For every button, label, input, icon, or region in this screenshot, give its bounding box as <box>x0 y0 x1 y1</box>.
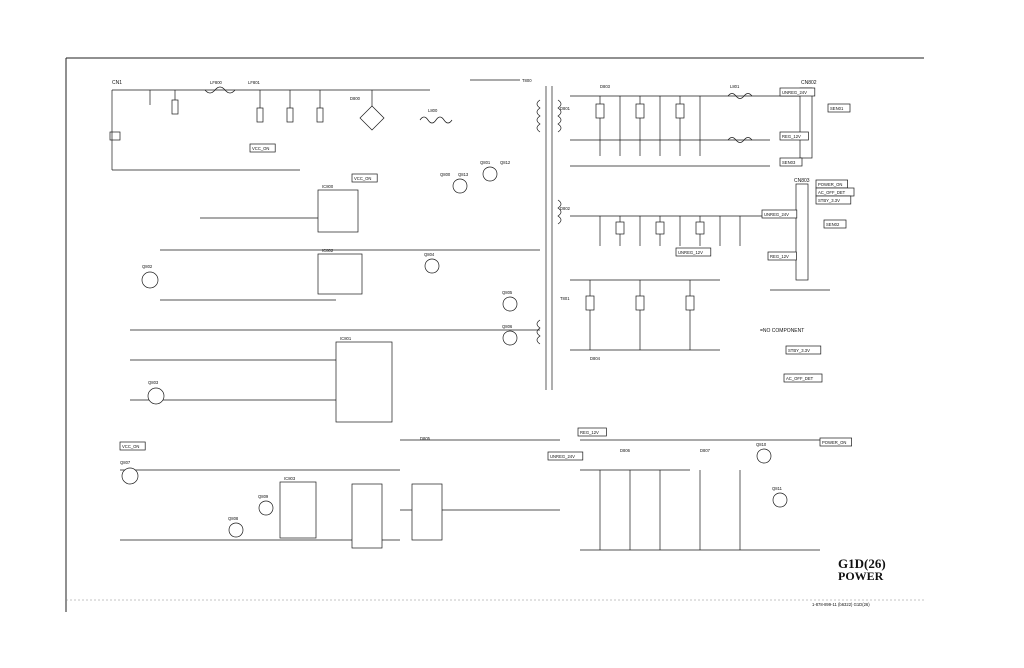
transformer-section <box>536 86 562 390</box>
sheet-title: G1D(26) <box>838 556 886 571</box>
net-label-box <box>779 87 816 97</box>
label-cn802: CN802 <box>801 80 817 86</box>
transistor-ref: Q808 <box>228 516 239 521</box>
sheet-frame <box>65 57 924 612</box>
title-block: =NO COMPONENT G1D(26) POWER 1-878-899-11… <box>760 328 886 607</box>
net-label-box <box>577 427 607 437</box>
diode-ref: D805 <box>420 436 431 441</box>
diode-ref: D806 <box>620 448 631 453</box>
net-label-box <box>767 251 797 261</box>
transistor-ref: Q809 <box>258 494 269 499</box>
net-label-box <box>819 437 852 447</box>
label-ic-pfc: IC800 <box>322 184 334 189</box>
net-label: UNREG_24V <box>550 454 575 459</box>
net-label: REG_12V <box>770 254 789 259</box>
net-label-box <box>815 195 852 205</box>
transistor-ref: Q800 <box>440 172 451 177</box>
net-label: AC_OFF_DET <box>818 190 846 195</box>
transistor-ref: Q806 <box>502 324 513 329</box>
net-label: REG_12V <box>580 430 599 435</box>
inductor-labels: L800 L801 LF800 LF801 <box>210 80 740 113</box>
net-label-box <box>351 173 378 183</box>
transistor-ref: Q801 <box>480 160 491 165</box>
inductor-ref: LF801 <box>248 80 261 85</box>
net-label: UNREG_24V <box>764 212 789 217</box>
inductor-ref: L800 <box>428 108 438 113</box>
net-label: POWER_ON <box>822 440 846 445</box>
net-label: SEN03 <box>782 160 796 165</box>
transistor-ref: Q802 <box>142 264 153 269</box>
net-label-box <box>119 441 146 451</box>
inductor-ref: L801 <box>730 84 740 89</box>
feedback-section <box>570 279 720 351</box>
ac-input-section <box>109 79 520 194</box>
net-label: SEN01 <box>830 106 844 111</box>
transistor-ref: Q812 <box>500 160 511 165</box>
diode-ref: D804 <box>590 356 601 361</box>
net-label: UNREG_24V <box>782 90 807 95</box>
net-label-box <box>547 451 584 461</box>
transistor-ref: Q803 <box>148 380 159 385</box>
diode-ref: D800 <box>350 96 361 101</box>
net-label: VCC_ON <box>252 146 269 151</box>
label-ic-3v3: IC803 <box>284 476 296 481</box>
net-label-box <box>761 209 798 219</box>
net-label-box <box>779 157 803 167</box>
transistor-ref: Q804 <box>424 252 435 257</box>
diode-ref: D803 <box>600 84 611 89</box>
secondary-output-section <box>570 87 830 291</box>
net-label: SEN02 <box>826 222 840 227</box>
net-label-box <box>249 143 276 153</box>
diode-ref: D801 <box>560 106 571 111</box>
transformer-ref: T801 <box>560 296 570 301</box>
no-component-note: =NO COMPONENT <box>760 328 804 334</box>
net-label-box <box>779 131 809 141</box>
net-label-box <box>783 373 823 383</box>
sheet-subtitle: POWER <box>838 569 884 583</box>
net-label-box <box>827 103 851 113</box>
standby-section <box>120 439 820 551</box>
transistor-ref: Q807 <box>120 460 131 465</box>
net-label: STBY_3.3V <box>788 348 810 353</box>
net-label-box <box>823 219 847 229</box>
label-cn803: CN803 <box>794 178 810 184</box>
document-number: 1-878-899-11 (b6322) G1D(26) <box>812 602 870 607</box>
transistor-ref: Q805 <box>502 290 513 295</box>
component-labels: CN1 CN802 CN803 IC800 IC802 IC801 IC803 <box>112 80 817 481</box>
transistor-ref: Q810 <box>756 442 767 447</box>
diode-ref: D802 <box>560 206 571 211</box>
net-label: STBY_3.3V <box>818 198 840 203</box>
transformer-ref: T800 <box>522 78 532 83</box>
inductor-ref: LF800 <box>210 80 223 85</box>
label-ic-main: IC801 <box>340 336 352 341</box>
net-labels: VCC_ON VCC_ON VCC_ON UNREG_24V UNREG_24V UNRE… <box>119 87 855 461</box>
net-label: AC_OFF_DET <box>786 376 814 381</box>
net-label: VCC_ON <box>122 444 139 449</box>
diode-ref: D807 <box>700 448 711 453</box>
net-label: VCC_ON <box>354 176 371 181</box>
transistor-ref: Q813 <box>458 172 469 177</box>
net-label: UNREG_12V <box>678 250 703 255</box>
net-label-box <box>785 345 822 355</box>
net-label: POWER_ON <box>818 182 842 187</box>
label-ic-reg: IC802 <box>322 248 334 253</box>
control-ic-section <box>130 189 540 423</box>
net-label-box <box>675 247 712 257</box>
transistor-ref: Q811 <box>772 486 783 491</box>
label-cn1: CN1 <box>112 80 122 86</box>
net-label: REG_12V <box>782 134 801 139</box>
